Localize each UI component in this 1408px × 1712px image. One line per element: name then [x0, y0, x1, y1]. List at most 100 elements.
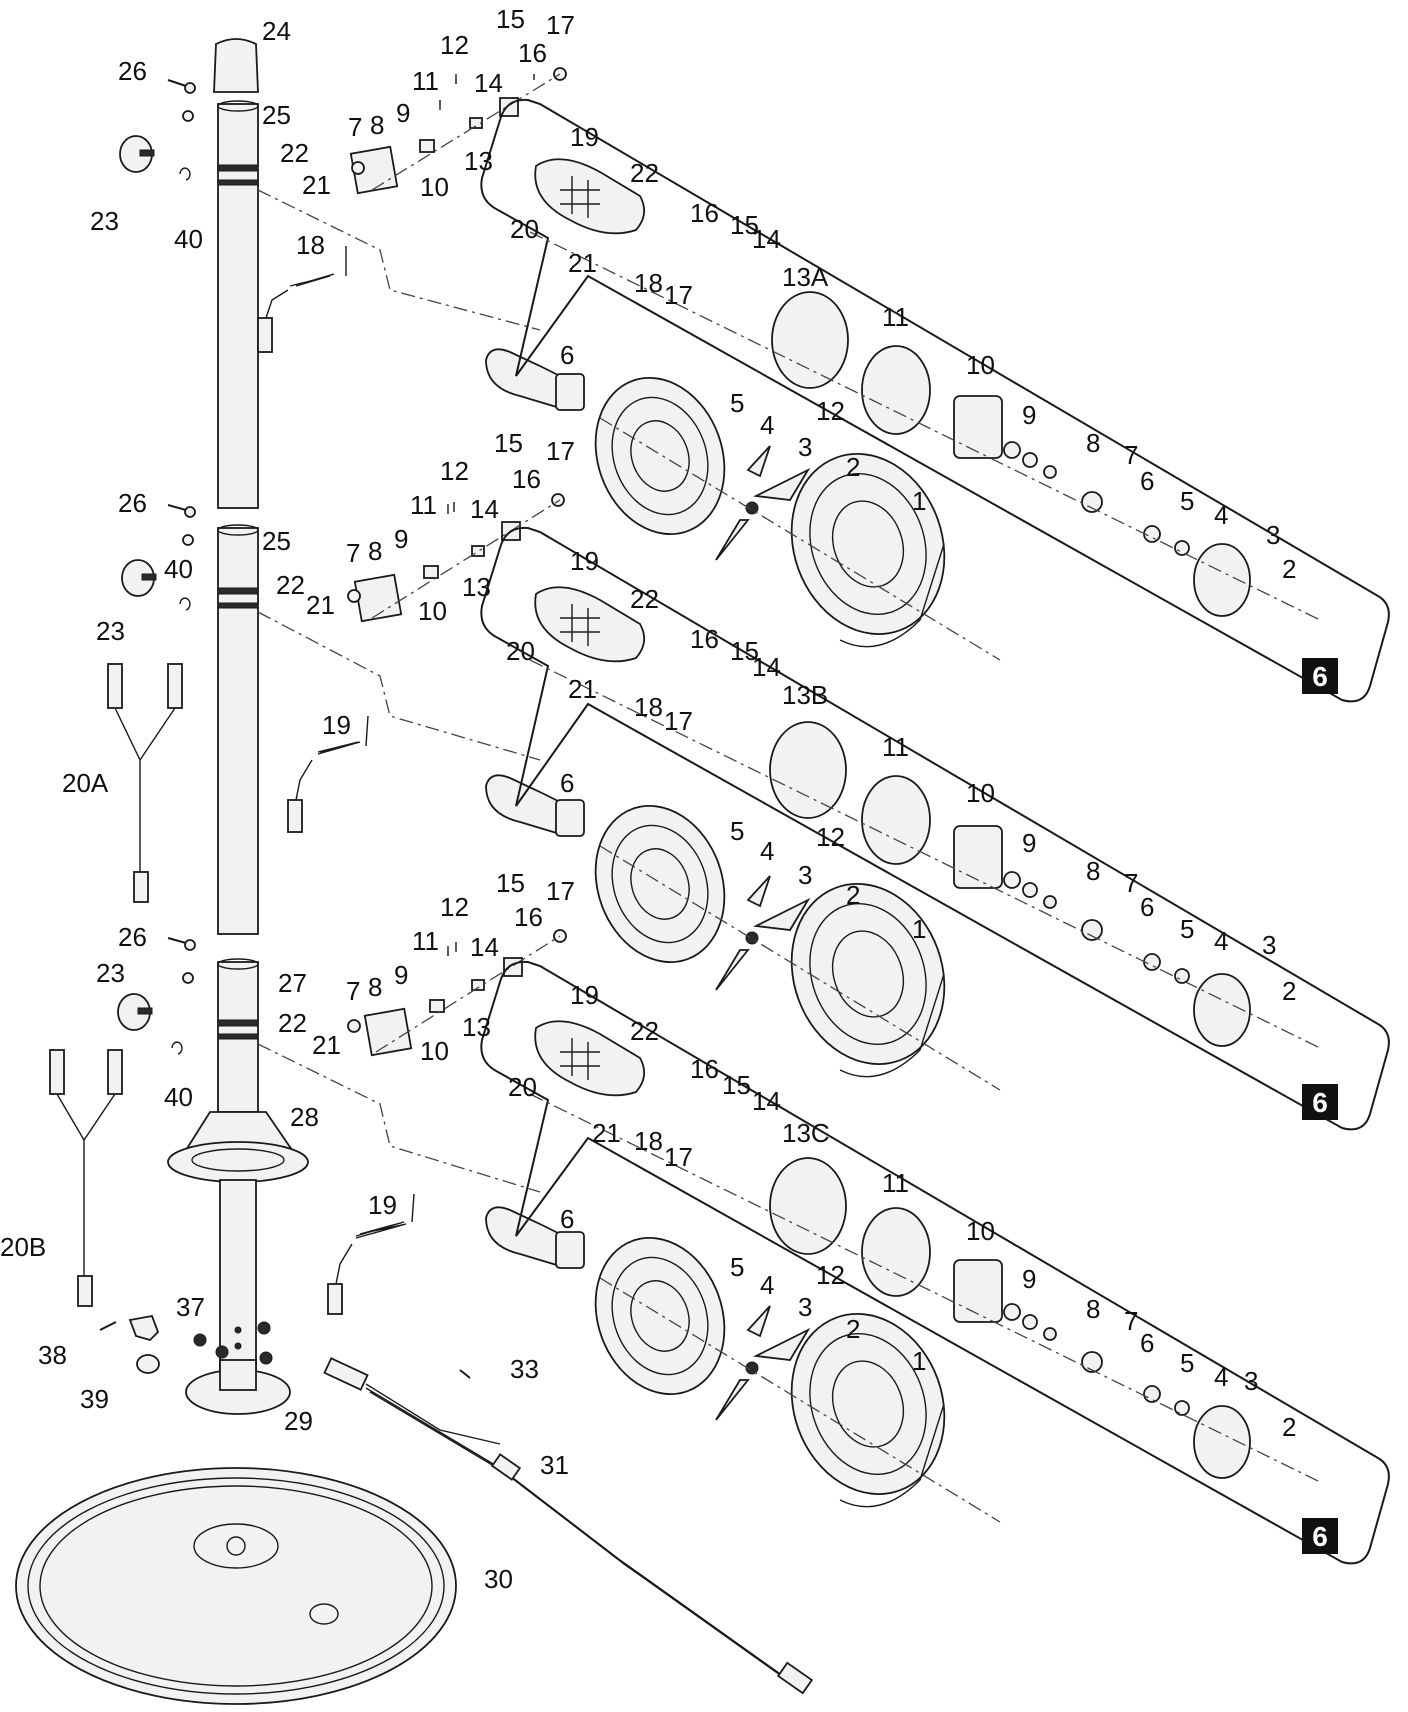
label-27: 27: [278, 968, 307, 998]
label-23-a: 23: [90, 206, 119, 236]
badge-6-c: 6: [1302, 1518, 1338, 1554]
labels-panel-2: 19 22 20 21 18 17 16 15 14 13B 12 11 10 …: [506, 546, 1296, 1006]
label-22-a: 22: [280, 138, 309, 168]
svg-text:14: 14: [470, 494, 499, 524]
svg-text:15: 15: [730, 636, 759, 666]
svg-text:13: 13: [462, 1012, 491, 1042]
svg-text:11: 11: [412, 926, 439, 956]
svg-text:12: 12: [816, 1260, 845, 1290]
svg-text:10: 10: [966, 1216, 995, 1246]
svg-text:13C: 13C: [782, 1118, 830, 1148]
label-28: 28: [290, 1102, 319, 1132]
svg-text:6: 6: [560, 768, 574, 798]
svg-text:16: 16: [690, 198, 719, 228]
labels-bracket-2: 15 17 12 16 11 14 9 7 8 13 10: [346, 428, 575, 626]
svg-text:18: 18: [634, 268, 663, 298]
svg-text:8: 8: [370, 110, 384, 140]
label-26-a: 26: [118, 56, 147, 86]
svg-text:4: 4: [1214, 1362, 1228, 1392]
clamp-parts: [99, 1314, 273, 1374]
svg-text:8: 8: [1086, 428, 1100, 458]
screw-26-group: [167, 79, 196, 984]
svg-text:7: 7: [1124, 868, 1138, 898]
svg-text:14: 14: [752, 224, 781, 254]
svg-text:17: 17: [546, 10, 575, 40]
svg-text:1: 1: [912, 486, 926, 516]
svg-text:19: 19: [570, 980, 599, 1010]
label-30: 30: [484, 1564, 513, 1594]
svg-text:15: 15: [496, 4, 525, 34]
svg-text:12: 12: [440, 456, 469, 486]
label-39: 39: [80, 1384, 109, 1414]
svg-text:2: 2: [1282, 554, 1296, 584]
svg-text:14: 14: [474, 68, 503, 98]
svg-text:11: 11: [882, 1168, 909, 1198]
label-26-c: 26: [118, 922, 147, 952]
svg-text:10: 10: [418, 596, 447, 626]
callout-panel-3: [480, 960, 1390, 1565]
svg-text:22: 22: [630, 584, 659, 614]
svg-text:16: 16: [690, 624, 719, 654]
bracket-parts-set-3: [347, 929, 567, 1057]
svg-text:13: 13: [462, 572, 491, 602]
svg-text:7: 7: [1124, 1306, 1138, 1336]
svg-text:17: 17: [664, 280, 693, 310]
svg-text:10: 10: [966, 778, 995, 808]
svg-text:18: 18: [634, 1126, 663, 1156]
svg-text:13A: 13A: [782, 262, 829, 292]
svg-text:13: 13: [464, 146, 493, 176]
svg-text:12: 12: [440, 892, 469, 922]
svg-text:21: 21: [592, 1118, 621, 1148]
svg-text:3: 3: [1244, 1366, 1258, 1396]
svg-text:16: 16: [514, 902, 543, 932]
svg-text:2: 2: [846, 452, 860, 482]
svg-text:3: 3: [798, 1292, 812, 1322]
svg-text:3: 3: [1262, 930, 1276, 960]
fan-head-2: [485, 774, 1001, 1091]
svg-text:21: 21: [568, 674, 597, 704]
svg-text:16: 16: [690, 1054, 719, 1084]
label-21-c: 21: [312, 1030, 341, 1060]
svg-text:6: 6: [1312, 1521, 1328, 1552]
svg-text:3: 3: [1266, 520, 1280, 550]
svg-text:16: 16: [518, 38, 547, 68]
svg-text:10: 10: [966, 350, 995, 380]
svg-text:4: 4: [1214, 926, 1228, 956]
svg-text:6: 6: [1140, 466, 1154, 496]
svg-text:5: 5: [730, 388, 744, 418]
svg-text:6: 6: [1312, 661, 1328, 692]
labels-bracket-1: 15 17 12 16 11 14 9 7 8 13 10: [348, 4, 575, 202]
svg-text:17: 17: [546, 876, 575, 906]
svg-text:5: 5: [730, 816, 744, 846]
svg-text:9: 9: [1022, 1264, 1036, 1294]
svg-text:6: 6: [1312, 1087, 1328, 1118]
labels-panel-1: 19 22 20 21 18 17 16 15 14 13A 12 11 10 …: [510, 122, 1296, 584]
label-22-c: 22: [278, 1008, 307, 1038]
svg-text:6: 6: [1140, 892, 1154, 922]
svg-text:15: 15: [722, 1070, 751, 1100]
svg-text:21: 21: [568, 248, 597, 278]
svg-text:2: 2: [1282, 1412, 1296, 1442]
svg-text:6: 6: [1140, 1328, 1154, 1358]
labels-bracket-3: 15 17 12 16 11 14 9 7 8 13 10: [346, 868, 575, 1066]
bracket-parts-set-1: [349, 67, 567, 195]
fan-head-3: [485, 1206, 1001, 1523]
svg-text:12: 12: [816, 822, 845, 852]
svg-text:22: 22: [630, 158, 659, 188]
svg-text:1: 1: [912, 914, 926, 944]
svg-text:12: 12: [440, 30, 469, 60]
svg-text:1: 1: [912, 1346, 926, 1376]
svg-text:14: 14: [752, 1086, 781, 1116]
y-cables: [49, 663, 183, 1307]
svg-text:5: 5: [730, 1252, 744, 1282]
svg-text:15: 15: [494, 428, 523, 458]
label-19-b: 19: [368, 1190, 397, 1220]
pole-assembly: [15, 38, 814, 1705]
svg-text:11: 11: [882, 732, 909, 762]
svg-text:8: 8: [368, 972, 382, 1002]
svg-text:14: 14: [470, 932, 499, 962]
labels-fan-3: 6 5 4 3 2 1: [560, 1204, 926, 1376]
svg-text:5: 5: [1180, 486, 1194, 516]
svg-text:11: 11: [410, 490, 437, 520]
knob-23-group: [117, 135, 191, 1055]
